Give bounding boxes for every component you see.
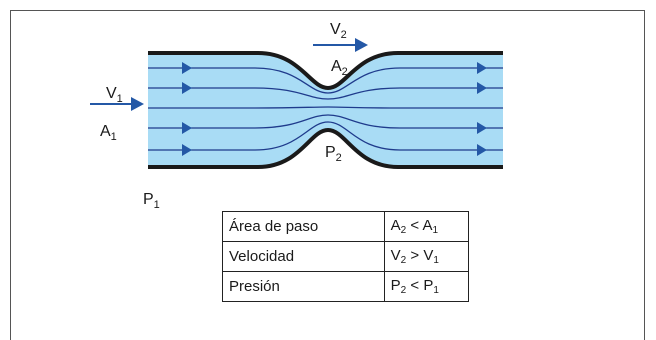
label-a2: A2 — [331, 58, 348, 78]
streamline-3 — [148, 106, 503, 109]
row-relation: A2 < A1 — [383, 211, 470, 242]
flow-arrow-icon — [182, 144, 192, 156]
streamline-4 — [148, 114, 503, 129]
row-label: Área de paso — [222, 211, 385, 242]
flow-arrow-icon — [182, 122, 192, 134]
row-relation: P2 < P1 — [383, 271, 470, 302]
flow-arrow-icon — [477, 144, 487, 156]
flow-arrow-icon — [477, 62, 487, 74]
arrow-right-icon — [355, 38, 368, 52]
table-row: Área de paso A2 < A1 — [222, 211, 470, 242]
comparison-table: Área de paso A2 < A1 Velocidad V2 > V1 P… — [222, 211, 470, 302]
velocity-arrow-throat — [313, 38, 368, 52]
pipe-wall-bottom — [148, 127, 503, 169]
label-v2: V2 — [330, 21, 347, 41]
row-label: Presión — [222, 271, 385, 302]
row-label: Velocidad — [222, 241, 385, 272]
flow-markers — [182, 62, 487, 156]
label-a1: A1 — [100, 123, 117, 143]
label-p1: P1 — [143, 191, 160, 211]
table-row: Velocidad V2 > V1 — [222, 241, 470, 272]
streamline-1 — [148, 67, 503, 94]
table-row: Presión P2 < P1 — [222, 271, 470, 302]
flow-arrow-icon — [182, 62, 192, 74]
streamlines — [148, 67, 503, 151]
venturi-diagram: V1 A1 P1 V2 A2 P2 — [90, 21, 503, 211]
label-p2: P2 — [325, 144, 342, 164]
label-v1: V1 — [106, 85, 123, 105]
flow-arrow-icon — [182, 82, 192, 94]
flow-arrow-icon — [477, 82, 487, 94]
row-relation: V2 > V1 — [383, 241, 470, 272]
arrow-right-icon — [131, 97, 144, 111]
pipe-walls — [148, 51, 503, 169]
streamline-5 — [148, 121, 503, 151]
velocity-arrow-inlet — [90, 97, 144, 111]
streamline-2 — [148, 87, 503, 100]
pipe-wall-top — [148, 51, 503, 91]
fluid-body — [148, 53, 503, 167]
figure-frame — [10, 10, 645, 340]
flow-arrow-icon — [477, 122, 487, 134]
